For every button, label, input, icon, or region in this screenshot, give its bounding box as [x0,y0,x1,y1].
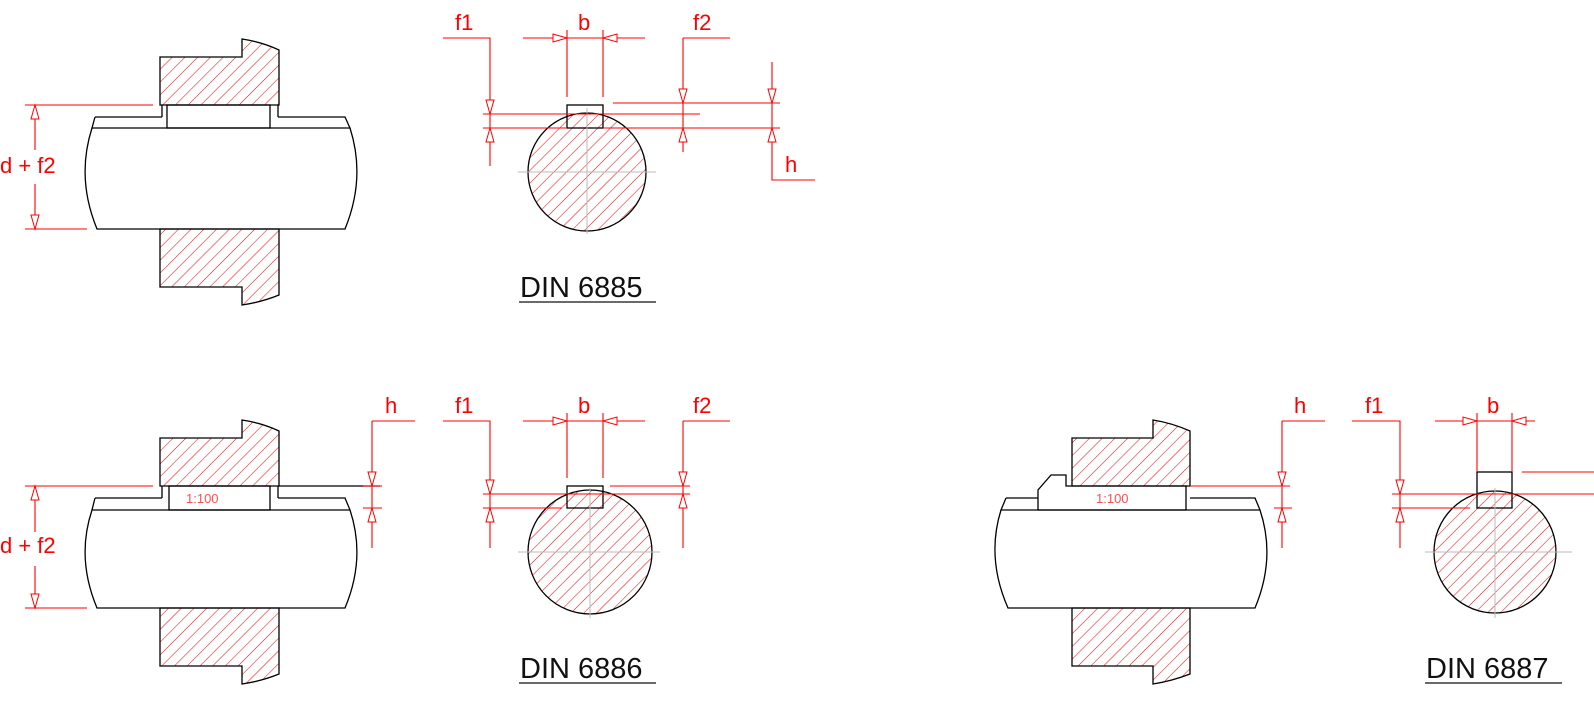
f2-label: f2 [693,10,711,35]
dimension-arrow-icon [1395,479,1405,496]
dimension-arrow-icon [767,88,777,105]
dimension-arrow-icon [30,214,40,231]
din6886-section-view: f1 b f2 DIN 6886 [443,393,730,685]
dimension-arrows [30,33,1527,610]
din6885-title: DIN 6885 [520,272,643,304]
dimension-arrow-icon [552,416,569,426]
hub-upper [159,38,280,106]
centerlines [518,488,660,618]
f1-label: f1 [1365,393,1383,418]
dimension-arrow-icon [678,492,688,509]
dimension-arrow-icon [1277,471,1287,488]
dimension-arrow-icon [30,593,40,610]
key-section [566,485,604,509]
dimension-arrow-icon [30,103,40,120]
centerlines [518,108,656,234]
dimension-arrow-icon [485,126,495,143]
dimension-arrow-icon [485,99,495,116]
taper-key [168,485,271,511]
h-label: h [385,393,397,418]
dimension-arrow-icon [678,88,688,105]
din6886-side-view: 1:100 d + f2 h [0,393,415,685]
din6886-title: DIN 6886 [520,653,643,685]
h-label: h [785,152,797,177]
shaft [994,497,1268,609]
dimension-arrow-icon [678,471,688,488]
din6887-title: DIN 6887 [1426,653,1549,685]
dimension-arrow-icon [601,416,618,426]
taper-label: 1:100 [1096,491,1129,506]
dimension-arrow-icon [1277,506,1287,523]
dim-d-f2-label: d + f2 [0,533,56,558]
dimension-arrow-icon [1510,416,1527,426]
key-section [566,104,604,129]
gib-head-key [1037,474,1187,511]
hub-upper [159,419,280,487]
din6887-side-view: 1:100 h [994,393,1325,685]
dimension-arrow-icon [552,33,569,43]
dim-lines [1352,413,1594,548]
b-label: b [578,10,590,35]
shaft [84,105,358,230]
h-label: h [1294,393,1306,418]
dimension-arrow-icon [485,506,495,523]
b-label: b [578,393,590,418]
din6885-section-view: f1 b f2 h DIN 6885 [443,10,815,304]
dim-lines [1190,420,1325,548]
f1-label: f1 [455,10,473,35]
f1-label: f1 [455,393,473,418]
b-label: b [1487,393,1499,418]
centerlines [1425,488,1572,618]
f2-label: f2 [693,393,711,418]
dim-d-f2-lines [25,104,153,230]
dimension-arrow-icon [767,126,777,143]
hub-lower [1071,607,1191,685]
dimension-arrow-icon [367,506,377,523]
dimension-arrow-icon [1462,416,1479,426]
dimension-arrow-icon [601,33,618,43]
din6885-side-view: d + f2 [0,38,358,306]
dimension-arrow-icon [367,471,377,488]
hub-lower [159,228,280,306]
dimension-arrow-icon [485,479,495,496]
hub-lower [159,607,280,685]
dimension-arrow-icon [678,126,688,143]
dimension-arrow-icon [30,484,40,501]
hub-upper [1071,419,1191,487]
din6887-section-view: f1 b DIN 6887 [1352,393,1594,685]
dim-d-f2-label: d + f2 [0,153,56,178]
key [166,104,271,129]
dimension-arrow-icon [1395,506,1405,523]
taper-label: 1:100 [186,491,219,506]
shaft [84,485,380,609]
